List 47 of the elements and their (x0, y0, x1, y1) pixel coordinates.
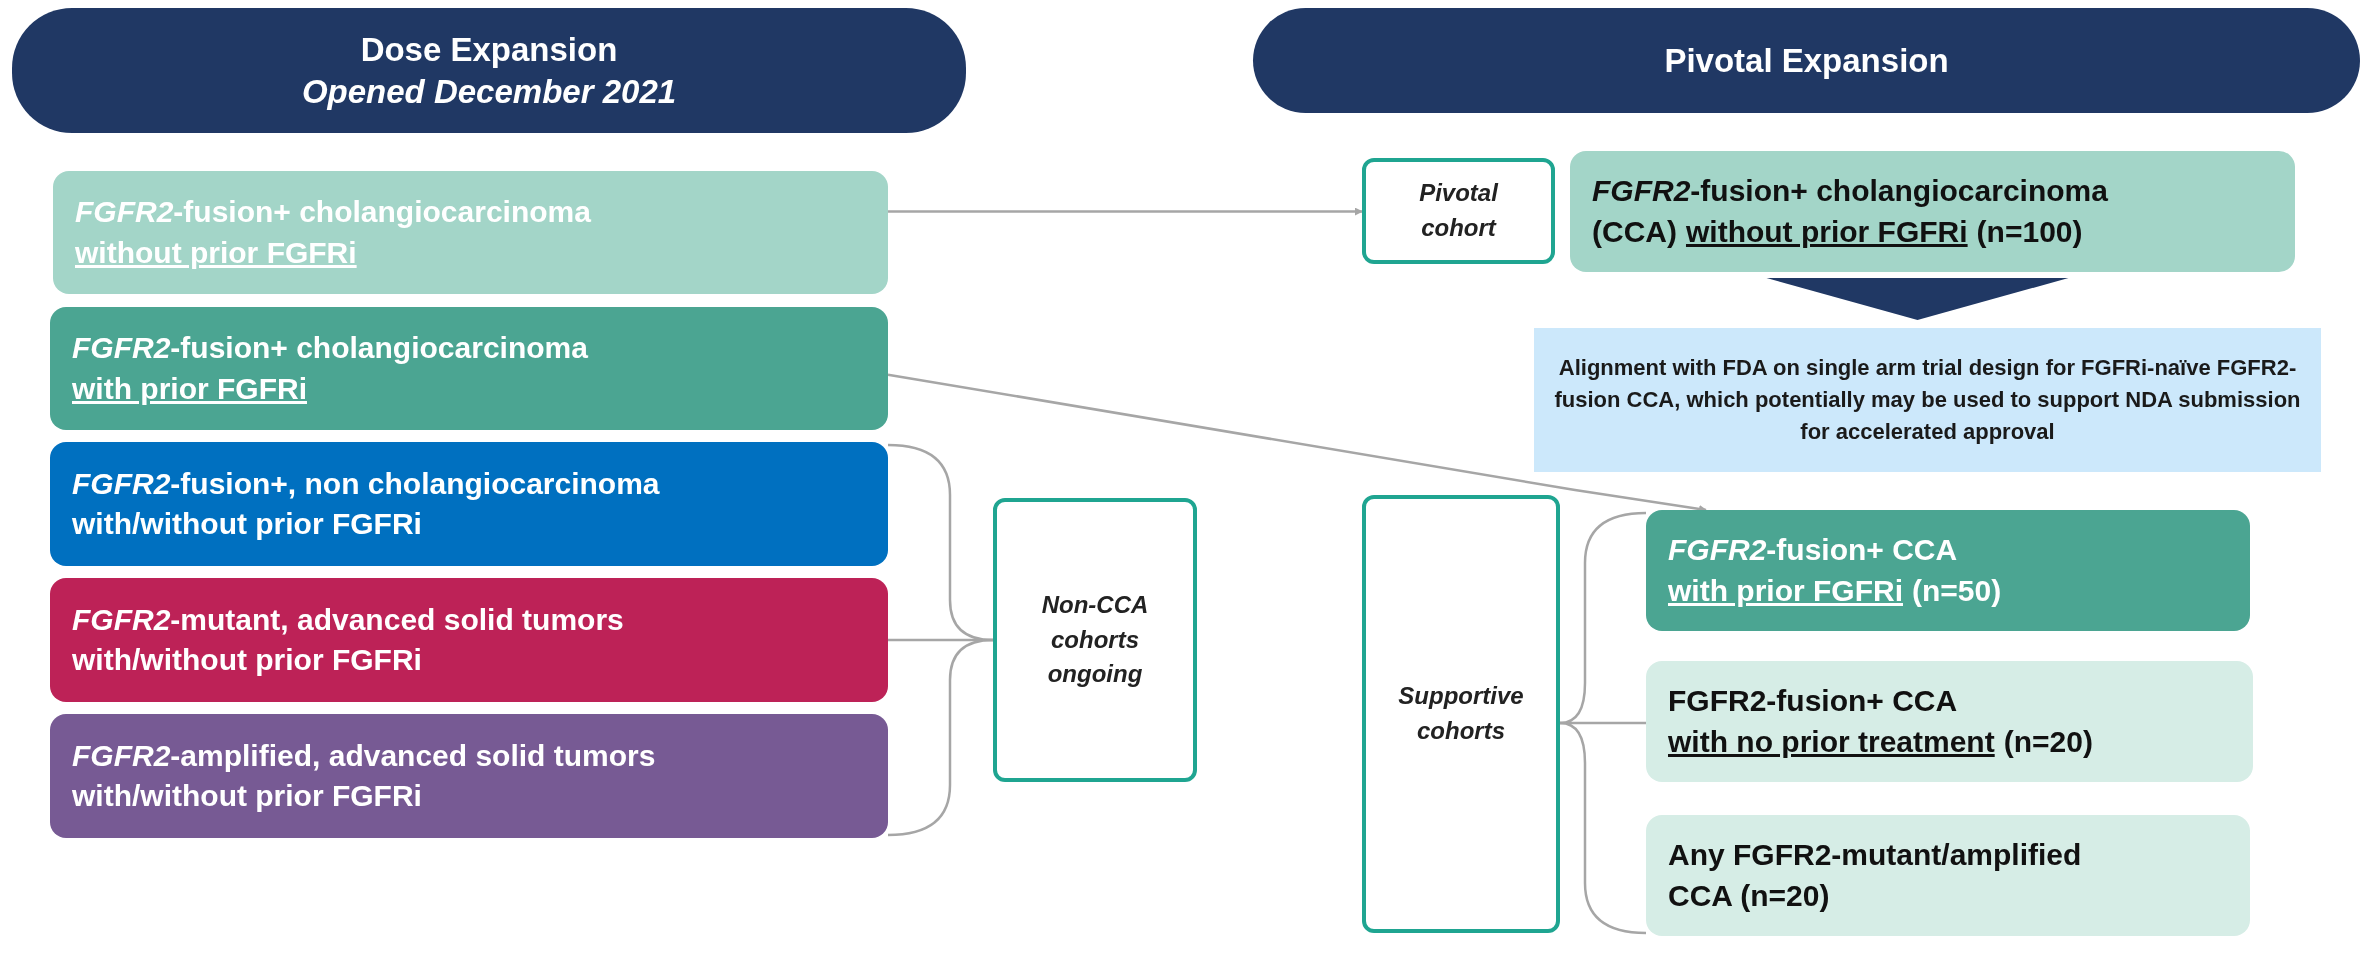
cohort-box (50, 578, 888, 702)
box-text: FGFR2-fusion+, non cholangiocarcinoma (72, 466, 660, 500)
box-text: with/without prior FGFRi (72, 643, 422, 676)
cohort-box (1646, 815, 2250, 936)
box-text: Dose Expansion (360, 31, 618, 69)
box-text: with prior FGFRi (72, 371, 307, 405)
tag-text: Supportive cohorts (1398, 681, 1524, 746)
cohort-box (1646, 510, 2250, 631)
box-text: Pivotal Expansion (1664, 41, 1949, 79)
cohort-box (50, 714, 888, 838)
box-text: (CCA) (1592, 214, 1677, 248)
box-text: FGFR2-amplified, advanced solid tumors (72, 738, 656, 772)
tag-text: Pivotal cohort (1418, 178, 1500, 243)
box-text: (n=100) (1976, 214, 2083, 248)
box-text: FGFR2-mutant, advanced solid tumors (72, 602, 624, 636)
bracket-connector (1559, 721, 1647, 935)
cohort-box (50, 442, 888, 566)
tag-text: Non-CCA cohorts ongoing (1040, 589, 1150, 690)
box-text: with/without prior FGFRi (72, 507, 422, 540)
box-text: FGFR2-fusion+ cholangiocarcinoma (72, 331, 588, 364)
box-text: without prior FGFRi (75, 235, 357, 269)
cohort-box (50, 307, 888, 430)
box-text: FGFR2-fusion+ CCA (1668, 684, 1958, 717)
cohort-box (1646, 661, 2253, 782)
box-text: (n=20) (2003, 724, 2093, 758)
arrow (888, 207, 1363, 216)
box-text: Any FGFR2-mutant/amplified CCA (n=20) (1668, 838, 2082, 912)
box-text: (n=50) (1912, 573, 2002, 607)
cohort-tag (993, 498, 1197, 782)
bracket-connector (887, 638, 994, 837)
chevron-arrow (1766, 278, 2069, 320)
cohort-box (53, 171, 888, 294)
box-text: Opened December 2021 (301, 72, 677, 110)
box-text: with/without prior FGFRi (72, 779, 422, 812)
box-text: FGFR2-fusion+ cholangiocarcinoma (1592, 174, 2108, 207)
box-text: with prior FGFRi (1668, 573, 1903, 607)
box-text: without prior FGFRi (1686, 214, 1968, 248)
bracket-connector (1559, 511, 1647, 725)
note-box (1534, 328, 2321, 472)
box-text: with no prior treatment (1668, 724, 1995, 758)
cohort-tag (1362, 158, 1555, 264)
cohort-tag (1362, 495, 1560, 933)
box-text: FGFR2-fusion+ CCA (1668, 533, 1958, 566)
note-text: Alignment with FDA on single arm trial design for FGFRi-naïve FGFR2-fusion CCA, which potentially may be used to support NDA submission for accelerated approval (1553, 354, 2302, 446)
cohort-box (1570, 151, 2295, 272)
arrow (887, 373, 1707, 513)
box-text: FGFR2-fusion+ cholangiocarcinoma (75, 195, 591, 228)
